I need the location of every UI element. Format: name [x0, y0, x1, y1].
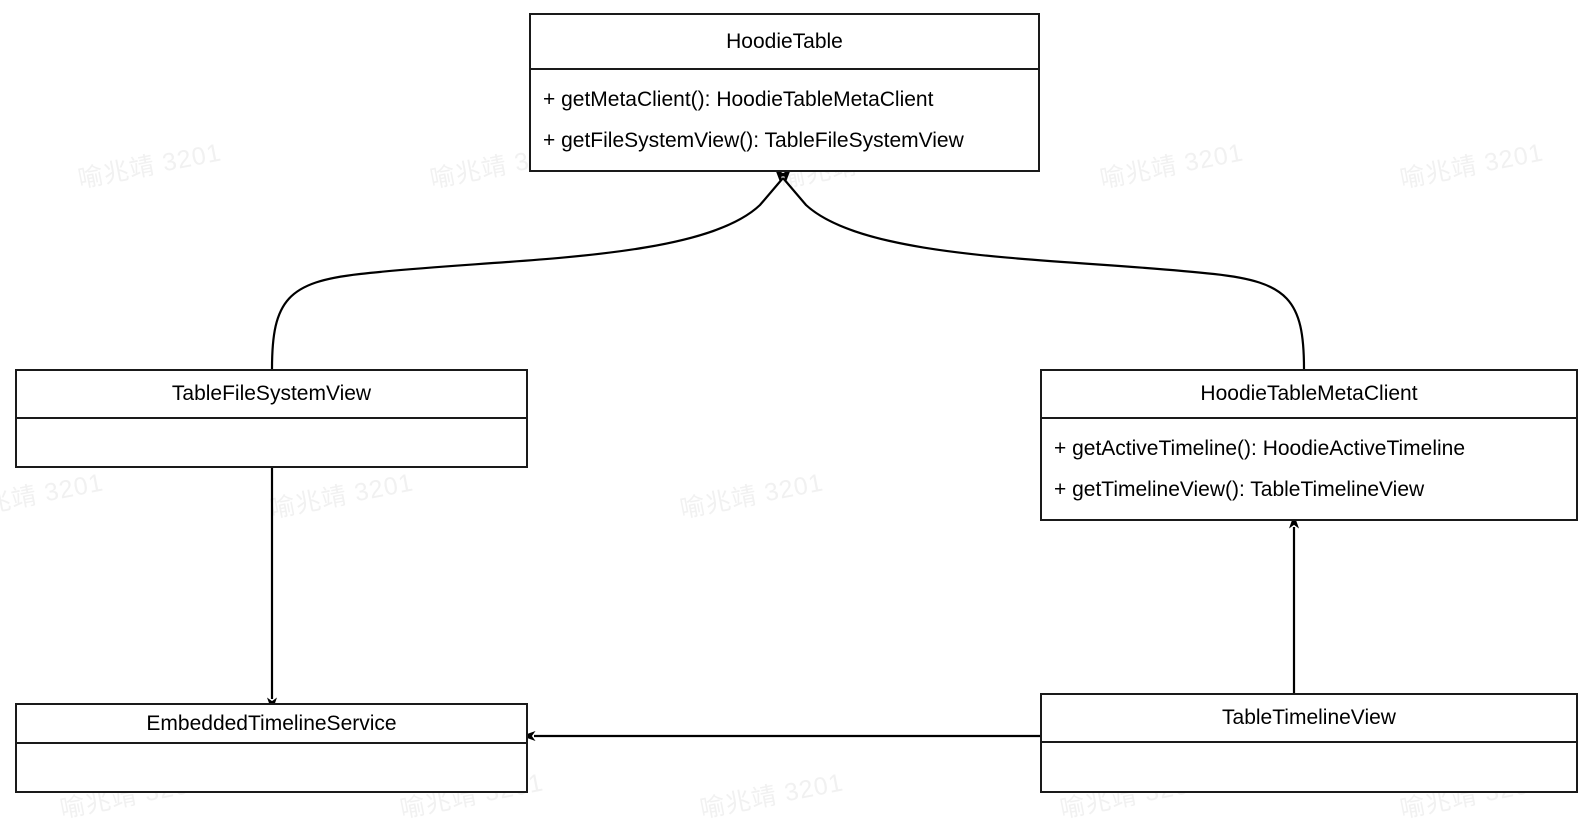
class-box-hoodie-table[interactable]: HoodieTable + getMetaClient(): HoodieTab…: [529, 13, 1040, 172]
class-members-embedded-timeline-service: [17, 744, 526, 791]
class-member: + getMetaClient(): HoodieTableMetaClient: [543, 88, 934, 111]
watermark-text: 喻兆靖 3201: [697, 768, 846, 818]
class-member: + getActiveTimeline(): HoodieActiveTimel…: [1054, 437, 1466, 460]
link-hoodietablemetaclient-to-hoodietable: [774, 168, 1306, 370]
watermark-text: 喻兆靖 3201: [75, 138, 224, 194]
class-name-hoodie-table: HoodieTable: [531, 15, 1038, 70]
watermark-text: 喻兆靖 3201: [1397, 138, 1546, 194]
class-name-hoodie-table-meta-client: HoodieTableMetaClient: [1042, 371, 1576, 419]
class-box-hoodie-table-meta-client[interactable]: HoodieTableMetaClient + getActiveTimelin…: [1040, 369, 1578, 521]
class-box-embedded-timeline-service[interactable]: EmbeddedTimelineService: [15, 703, 528, 793]
class-name-table-file-system-view: TableFileSystemView: [17, 371, 526, 419]
watermark-text: 喻兆靖 3201: [0, 468, 106, 524]
class-box-table-timeline-view[interactable]: TableTimelineView: [1040, 693, 1578, 793]
class-box-table-file-system-view[interactable]: TableFileSystemView: [15, 369, 528, 468]
class-member: + getFileSystemView(): TableFileSystemVi…: [543, 129, 964, 152]
class-members-hoodie-table-meta-client: + getActiveTimeline(): HoodieActiveTimel…: [1042, 419, 1576, 519]
link-tablefilesystemview-to-hoodietable: [270, 168, 792, 370]
class-name-table-timeline-view: TableTimelineView: [1042, 695, 1576, 743]
watermark-text: 喻兆靖 3201: [677, 468, 826, 524]
class-members-table-file-system-view: [17, 419, 526, 466]
watermark-text: 喻兆靖 3201: [267, 468, 416, 524]
class-name-embedded-timeline-service: EmbeddedTimelineService: [17, 705, 526, 744]
watermark-text: 喻兆靖 3201: [1097, 138, 1246, 194]
class-members-hoodie-table: + getMetaClient(): HoodieTableMetaClient…: [531, 70, 1038, 170]
class-members-table-timeline-view: [1042, 743, 1576, 791]
class-member: + getTimelineView(): TableTimelineView: [1054, 478, 1425, 501]
